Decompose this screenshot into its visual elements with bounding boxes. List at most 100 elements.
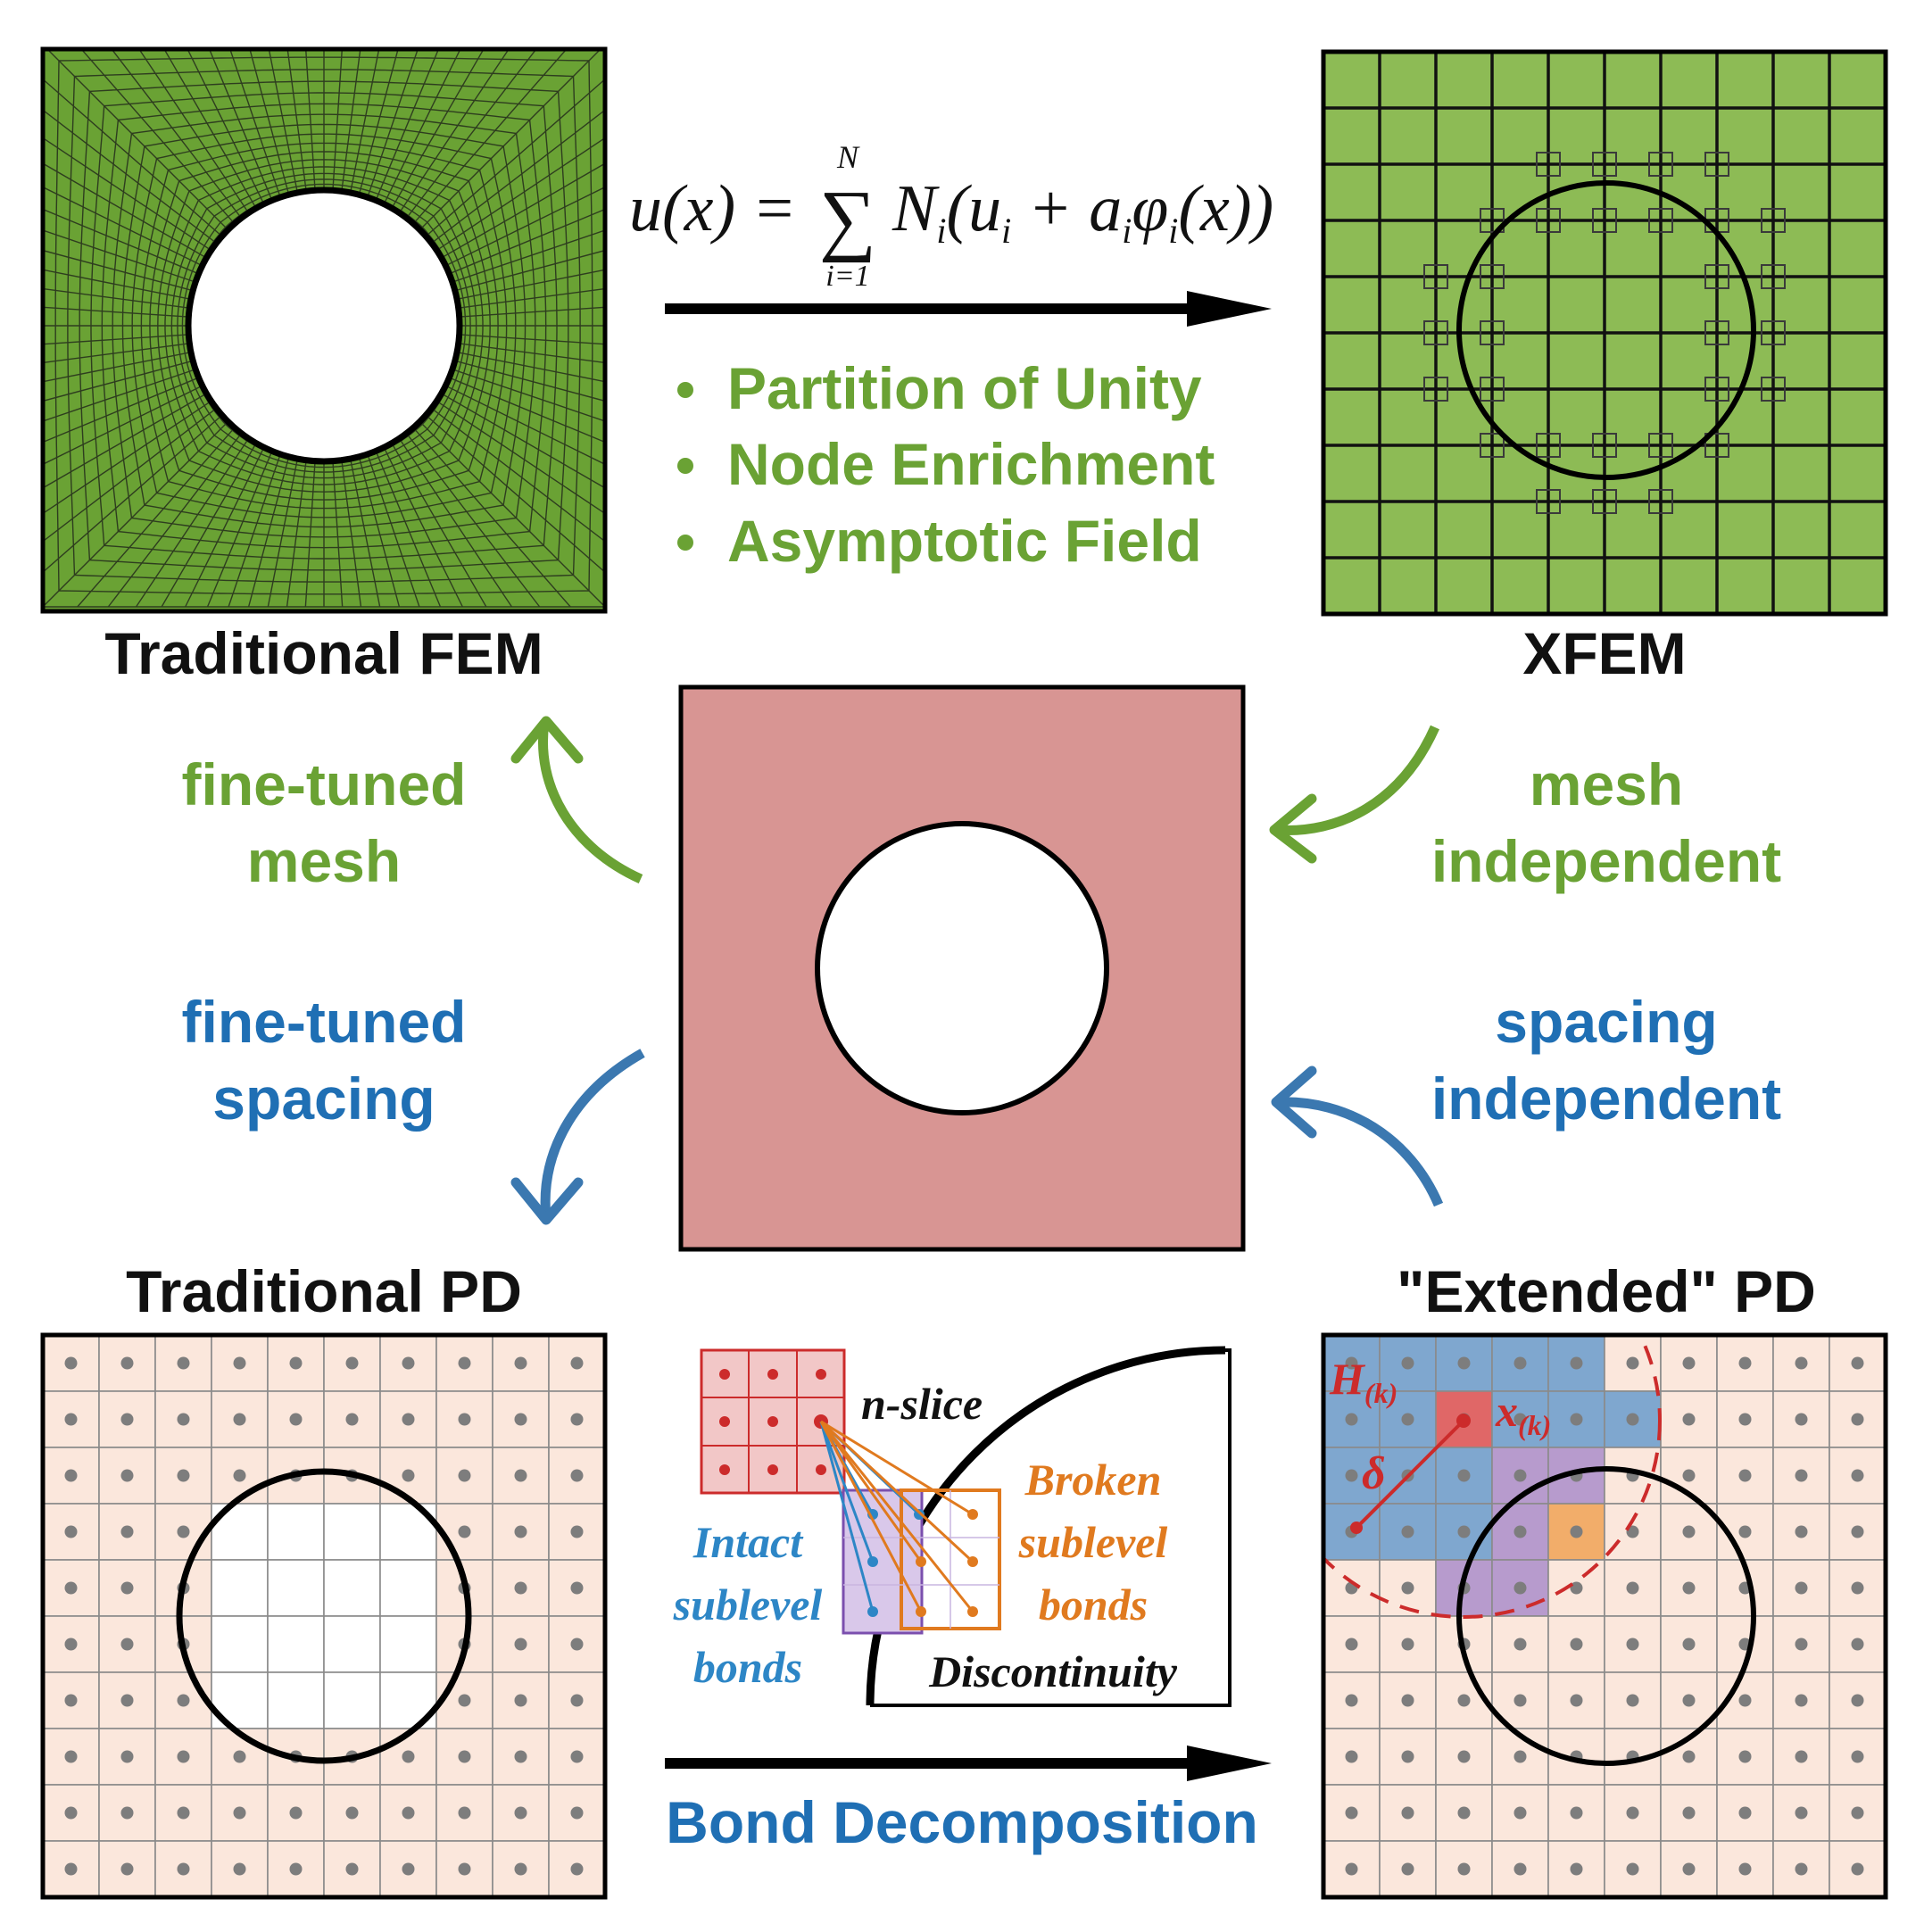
enriched-node-marker bbox=[1761, 377, 1786, 402]
material-point bbox=[1401, 1525, 1414, 1538]
pd-cell bbox=[379, 1559, 437, 1617]
material-point bbox=[1457, 1525, 1471, 1538]
fem-mesh-spoke bbox=[43, 249, 194, 292]
material-point bbox=[1851, 1525, 1864, 1538]
material-point bbox=[1795, 1638, 1808, 1651]
fem-mesh-spoke bbox=[304, 460, 316, 608]
material-point bbox=[1626, 1806, 1639, 1820]
fem-mesh-spoke bbox=[454, 360, 605, 402]
pd-border bbox=[40, 1332, 608, 1900]
material-point bbox=[514, 1469, 527, 1482]
material-point bbox=[1682, 1413, 1696, 1426]
arrow-to-pd-line2: spacing bbox=[212, 1066, 435, 1132]
material-point bbox=[1401, 1862, 1414, 1876]
material-point bbox=[1682, 1638, 1696, 1651]
material-point bbox=[64, 1638, 78, 1651]
enriched-node-marker bbox=[1480, 208, 1505, 233]
material-point bbox=[1626, 1638, 1639, 1651]
enriched-node-marker bbox=[1423, 320, 1448, 345]
epd-hole-boundary bbox=[1456, 1466, 1756, 1766]
material-point bbox=[1851, 1356, 1864, 1370]
material-point bbox=[177, 1750, 190, 1763]
material-point bbox=[1401, 1694, 1414, 1707]
fem-mesh-spoke bbox=[249, 49, 290, 195]
fem-mesh-spoke bbox=[43, 393, 207, 489]
fem-mesh-spoke bbox=[208, 49, 273, 201]
material-point bbox=[120, 1638, 134, 1651]
material-point bbox=[120, 1413, 134, 1426]
eq-sigma: ∑ bbox=[819, 175, 876, 263]
material-point bbox=[1570, 1525, 1583, 1538]
bond-decomposition-caption: Bond Decomposition bbox=[666, 1789, 1258, 1855]
enriched-node-marker bbox=[1592, 433, 1617, 458]
material-point bbox=[1738, 1750, 1752, 1763]
material-point bbox=[233, 1413, 246, 1426]
material-point bbox=[1401, 1413, 1414, 1426]
pd-cell bbox=[267, 1559, 325, 1617]
enriched-node-marker bbox=[1480, 264, 1505, 289]
material-point bbox=[177, 1525, 190, 1538]
bullet-icon bbox=[677, 382, 693, 398]
fem-mesh-spoke bbox=[431, 407, 605, 543]
fem-mesh-spoke bbox=[398, 49, 510, 214]
material-point bbox=[1457, 1806, 1471, 1820]
material-point bbox=[514, 1356, 527, 1370]
material-point bbox=[1345, 1694, 1358, 1707]
material-point bbox=[514, 1806, 527, 1820]
material-point bbox=[1682, 1581, 1696, 1595]
svg-text:u(x) =: u(x) = bbox=[629, 172, 797, 245]
fem-mesh-spoke bbox=[185, 447, 265, 608]
enriched-node-marker bbox=[1704, 320, 1729, 345]
horizon-label: H(k) bbox=[1329, 1354, 1397, 1409]
material-point bbox=[1851, 1750, 1864, 1763]
fem-mesh-spoke bbox=[383, 447, 463, 608]
material-point bbox=[64, 1581, 78, 1595]
fem-mesh-spoke bbox=[43, 385, 203, 465]
enriched-node-marker bbox=[1423, 264, 1448, 289]
fem-mesh-spoke bbox=[206, 451, 273, 608]
enriched-node-marker bbox=[1480, 433, 1505, 458]
material-point bbox=[1682, 1862, 1696, 1876]
material-point bbox=[1401, 1581, 1414, 1595]
material-point bbox=[1795, 1694, 1808, 1707]
material-point bbox=[345, 1413, 359, 1426]
material-point bbox=[514, 1638, 527, 1651]
material-point bbox=[233, 1356, 246, 1370]
material-point bbox=[1570, 1581, 1583, 1595]
arrow-to-pd: fine-tuned spacing bbox=[182, 989, 645, 1225]
material-point bbox=[1401, 1750, 1414, 1763]
xfem-arrow bbox=[665, 291, 1272, 327]
fem-mesh-spoke bbox=[445, 385, 605, 465]
material-point bbox=[570, 1356, 584, 1370]
pd-cell bbox=[1829, 1447, 1886, 1505]
pd-hole-boundary bbox=[176, 1468, 472, 1764]
fem-mesh-spoke bbox=[435, 400, 605, 515]
material-point bbox=[1513, 1413, 1527, 1426]
material-point bbox=[1513, 1694, 1527, 1707]
material-point bbox=[1682, 1750, 1696, 1763]
broken-label-line2: sublevel bbox=[1018, 1517, 1168, 1567]
fem-mesh-spoke bbox=[43, 306, 189, 318]
material-point bbox=[458, 1750, 471, 1763]
fem-mesh-spoke bbox=[458, 343, 605, 364]
material-point bbox=[402, 1806, 415, 1820]
pd-cell bbox=[323, 1503, 381, 1561]
fem-mesh-spoke bbox=[43, 343, 190, 364]
material-point bbox=[1570, 1638, 1583, 1651]
eq-sum-top: N bbox=[836, 139, 860, 175]
material-point bbox=[64, 1469, 78, 1482]
material-point bbox=[1345, 1469, 1358, 1482]
material-point bbox=[570, 1413, 584, 1426]
material-point bbox=[1738, 1525, 1752, 1538]
fem-mesh-spoke bbox=[43, 229, 196, 283]
xfem-equation: u(x) = N ∑ i=1 Ni(ui + aiφi(x)) bbox=[629, 139, 1273, 293]
material-point bbox=[64, 1750, 78, 1763]
material-point bbox=[458, 1525, 471, 1538]
center-hole bbox=[815, 821, 1109, 1115]
material-point bbox=[1682, 1469, 1696, 1482]
material-point bbox=[1513, 1750, 1527, 1763]
material-point bbox=[1513, 1356, 1527, 1370]
material-point bbox=[1738, 1356, 1752, 1370]
material-point bbox=[177, 1806, 190, 1820]
